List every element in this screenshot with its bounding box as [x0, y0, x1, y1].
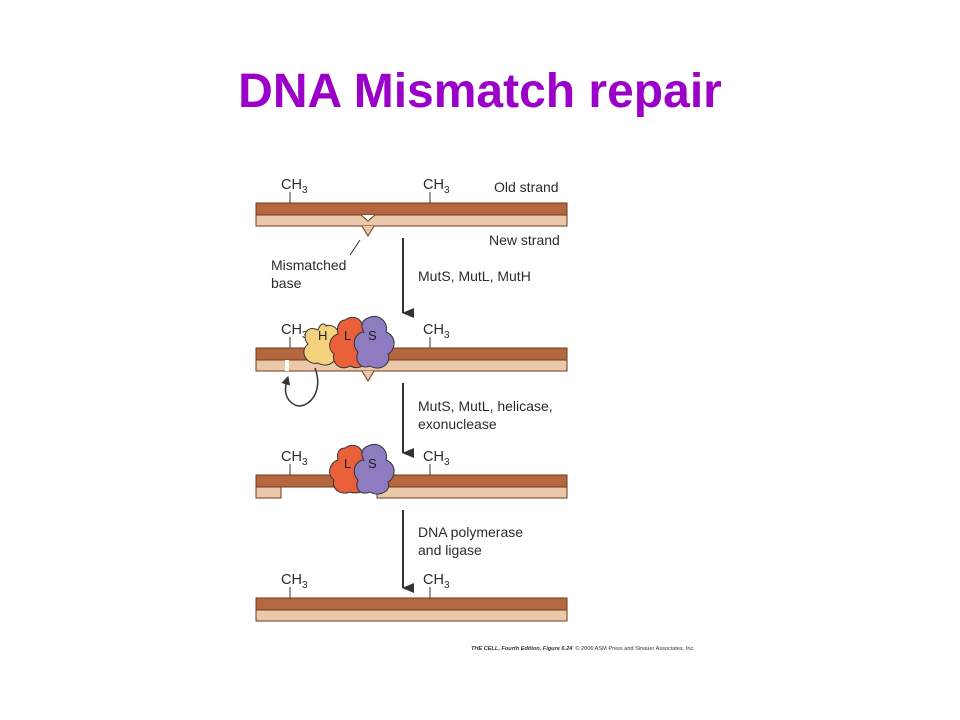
mutH-letter: H	[318, 328, 327, 343]
new-strand	[255, 486, 282, 499]
methyl-label: CH3	[281, 177, 308, 196]
new-strand-label: New strand	[489, 232, 560, 248]
methyl-label: CH3	[281, 449, 308, 468]
new-strand	[255, 359, 568, 372]
new-strand	[255, 214, 568, 227]
step-label: MutS, MutL, MutH	[418, 268, 531, 284]
old-strand	[255, 597, 568, 611]
mutL-letter: L	[344, 456, 351, 471]
methyl-label: CH3	[423, 177, 450, 196]
strand-nick	[285, 360, 289, 371]
methyl-label: CH3	[423, 322, 450, 341]
methyl-label: CH3	[281, 322, 308, 341]
page-title: DNA Mismatch repair	[238, 65, 722, 118]
stage-3: CH3 CH3 L S	[255, 444, 568, 499]
step-label: exonuclease	[418, 416, 497, 432]
mutL-letter: L	[344, 328, 351, 343]
old-strand	[255, 347, 568, 361]
mutH-protein	[303, 323, 341, 366]
new-strand	[255, 609, 568, 622]
step-label: MutS, MutL, helicase,	[418, 398, 553, 414]
methyl-label: CH3	[281, 572, 308, 591]
mutS-protein	[353, 444, 395, 495]
methyl-label: CH3	[423, 572, 450, 591]
mismatch-bump	[361, 370, 375, 382]
figure-credit: THE CELL, Fourth Edition, Figure 6.24© 2…	[471, 645, 695, 652]
stage-4: CH3 CH3	[255, 572, 568, 622]
step-label: DNA polymerase	[418, 524, 523, 540]
old-strand	[255, 474, 568, 488]
mismatch-bump	[361, 225, 375, 237]
stage-1: CH3 CH3 Old strand New strand Mismatched…	[255, 177, 568, 291]
mismatch-pointer	[349, 239, 361, 256]
loop-arrow	[281, 367, 319, 407]
stage-2: CH3 CH3 H L S	[255, 316, 568, 407]
mutS-letter: S	[368, 328, 377, 343]
methyl-label: CH3	[423, 449, 450, 468]
mismatch-notch	[360, 214, 376, 222]
mismatched-base-label: base	[271, 275, 302, 291]
new-strand	[376, 486, 568, 499]
mutS-letter: S	[368, 456, 377, 471]
old-strand-label: Old strand	[494, 179, 559, 195]
mutS-protein	[353, 316, 395, 369]
step-label: and ligase	[418, 542, 482, 558]
mismatched-base-label: Mismatched	[271, 257, 346, 273]
old-strand	[255, 202, 568, 216]
